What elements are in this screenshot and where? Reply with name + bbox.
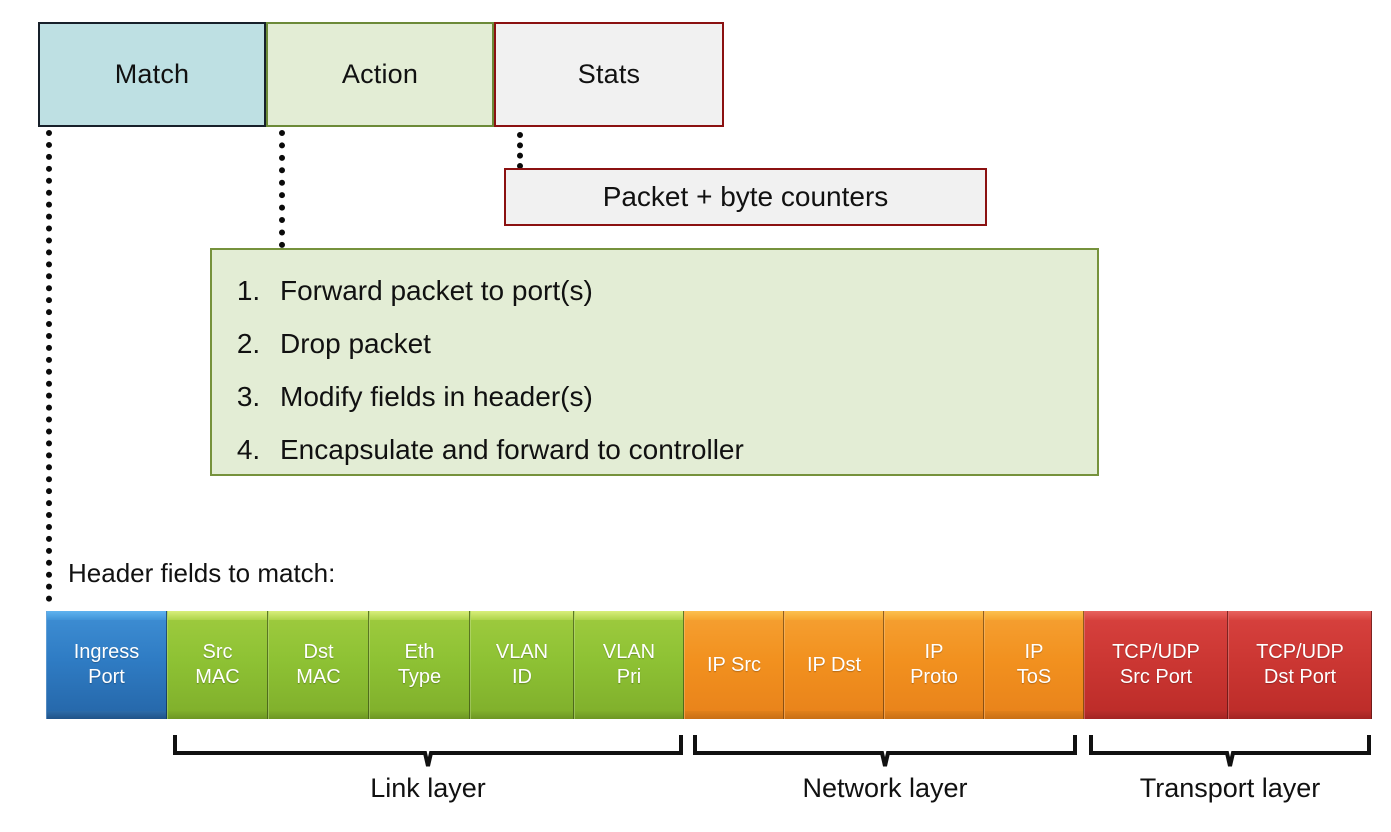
bevel-shadow [985, 711, 1083, 719]
flow-entry-action-box: Action [266, 22, 494, 127]
bevel-shadow [685, 711, 783, 719]
bevel-highlight [269, 611, 368, 620]
link-layer-brace-group: Link layer [172, 733, 684, 803]
field-line1: IP [1024, 641, 1044, 663]
field-line1: Src [202, 641, 233, 663]
list-item: Encapsulate and forward to controller [268, 423, 1097, 476]
field-line2: Proto [910, 666, 958, 688]
header-field-ingress-port: Ingress Port [46, 611, 167, 719]
bevel-shadow [1085, 711, 1227, 719]
field-line1: IP Src [706, 653, 762, 676]
bevel-shadow [885, 711, 983, 719]
underbrace-icon [1089, 735, 1371, 767]
bevel-highlight [885, 611, 983, 620]
field-line2: Type [397, 666, 442, 688]
field-line2: Pri [616, 666, 642, 688]
layer-label: Link layer [370, 773, 486, 803]
header-field-vlan-id: VLAN ID [470, 611, 574, 719]
underbrace-icon [693, 735, 1077, 767]
layer-label: Transport layer [1139, 773, 1321, 803]
field-line2: Dst Port [1263, 666, 1337, 688]
transport-layer-brace-group: Transport layer [1088, 733, 1372, 803]
header-field-ip-tos: IP ToS [984, 611, 1084, 719]
header-field-vlan-pri: VLAN Pri [574, 611, 684, 719]
action-list: Forward packet to port(s) Drop packet Mo… [212, 264, 1097, 476]
layer-label: Network layer [802, 773, 968, 803]
field-line1: Ingress [73, 641, 140, 663]
list-item: Modify fields in header(s) [268, 370, 1097, 423]
header-field-eth-type: Eth Type [369, 611, 470, 719]
bevel-shadow [47, 711, 166, 719]
bevel-shadow [471, 711, 573, 719]
field-line1: TCP/UDP [1256, 641, 1344, 663]
action-label: Action [341, 59, 419, 89]
field-line2: ToS [1016, 666, 1052, 688]
flow-entry-stats-box: Stats [494, 22, 724, 127]
bevel-shadow [168, 711, 267, 719]
header-fields-caption: Header fields to match: [68, 558, 336, 588]
bevel-highlight [985, 611, 1083, 620]
match-label: Match [114, 59, 190, 89]
header-field-tcp-udp-src-port: TCP/UDP Src Port [1084, 611, 1228, 719]
stats-detail-box: Packet + byte counters [504, 168, 987, 226]
field-line2: MAC [195, 666, 240, 688]
bevel-highlight [1229, 611, 1371, 620]
bevel-shadow [1229, 711, 1371, 719]
field-line2: ID [512, 666, 532, 688]
header-field-ip-src: IP Src [684, 611, 784, 719]
field-line2: MAC [296, 666, 341, 688]
field-line2: Port [88, 666, 125, 688]
bevel-highlight [370, 611, 469, 620]
field-line1: VLAN [602, 641, 656, 663]
stats-connector-dotted-line [517, 132, 523, 169]
match-connector-dotted-line [46, 130, 52, 602]
bevel-highlight [685, 611, 783, 620]
action-detail-box: Forward packet to port(s) Drop packet Mo… [210, 248, 1099, 476]
header-field-ip-proto: IP Proto [884, 611, 984, 719]
network-layer-brace-group: Network layer [692, 733, 1078, 803]
stats-label: Stats [577, 59, 641, 89]
field-line1: IP [924, 641, 944, 663]
bevel-highlight [1085, 611, 1227, 620]
header-field-dst-mac: Dst MAC [268, 611, 369, 719]
bevel-shadow [269, 711, 368, 719]
underbrace-icon [173, 735, 683, 767]
bevel-shadow [785, 711, 883, 719]
field-line1: Eth [404, 641, 435, 663]
field-line1: TCP/UDP [1112, 641, 1200, 663]
field-line2: Src Port [1119, 666, 1193, 688]
bevel-highlight [471, 611, 573, 620]
field-line1: Dst [303, 641, 334, 663]
bevel-highlight [47, 611, 166, 620]
bevel-highlight [575, 611, 683, 620]
list-item: Forward packet to port(s) [268, 264, 1097, 317]
action-connector-dotted-line [279, 130, 285, 248]
header-fields-bar: Ingress Port Src MAC Dst MAC Eth Type VL… [46, 611, 1372, 719]
bevel-highlight [168, 611, 267, 620]
bevel-shadow [575, 711, 683, 719]
flow-entry-match-box: Match [38, 22, 266, 127]
header-field-src-mac: Src MAC [167, 611, 268, 719]
field-line1: IP Dst [806, 653, 862, 676]
list-item: Drop packet [268, 317, 1097, 370]
bevel-shadow [370, 711, 469, 719]
bevel-highlight [785, 611, 883, 620]
header-field-tcp-udp-dst-port: TCP/UDP Dst Port [1228, 611, 1372, 719]
packet-byte-counters-label: Packet + byte counters [602, 181, 889, 212]
header-field-ip-dst: IP Dst [784, 611, 884, 719]
field-line1: VLAN [495, 641, 549, 663]
